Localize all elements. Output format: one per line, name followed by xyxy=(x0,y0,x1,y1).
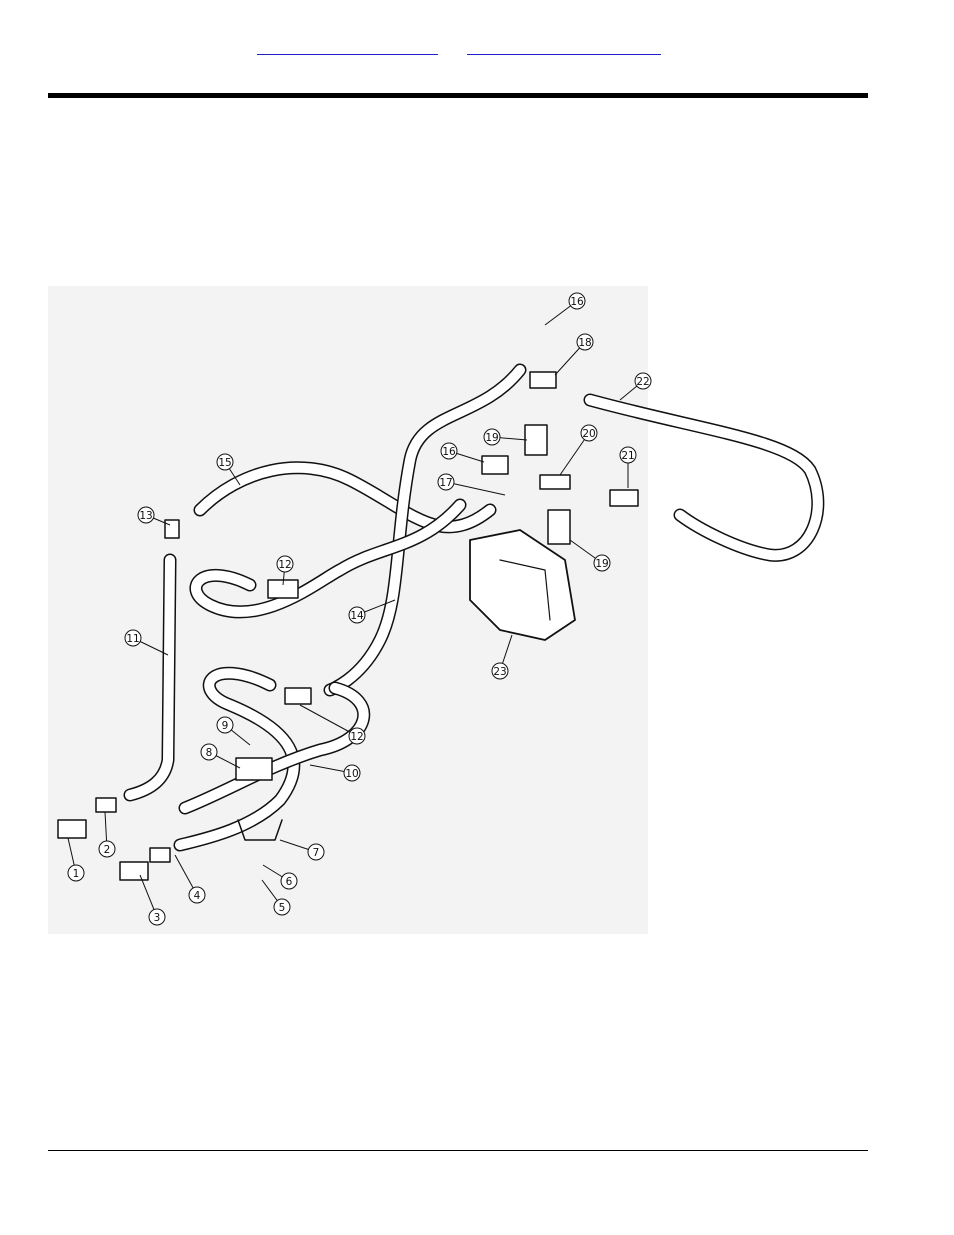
callout-number: 4 xyxy=(194,890,201,902)
callout-number: 12 xyxy=(350,731,363,743)
callout-number: 20 xyxy=(582,428,595,440)
callout-15: 15 xyxy=(217,454,233,470)
callout-6: 6 xyxy=(281,873,297,889)
callout-number: 9 xyxy=(222,720,229,732)
callout-4: 4 xyxy=(189,887,205,903)
callout-12: 12 xyxy=(277,556,293,572)
callout-number: 6 xyxy=(286,876,293,888)
callout-number: 11 xyxy=(126,633,139,645)
footer-rule xyxy=(48,1150,868,1151)
callout-number: 16 xyxy=(442,446,456,458)
callout-8: 8 xyxy=(201,744,217,760)
callout-number: 18 xyxy=(578,337,591,349)
callout-22: 22 xyxy=(635,373,651,389)
callout-19: 19 xyxy=(594,555,610,571)
callout-number: 22 xyxy=(636,376,649,388)
callout-16: 16 xyxy=(441,443,457,459)
callout-number: 19 xyxy=(595,558,608,570)
callout-number: 13 xyxy=(139,510,152,522)
callout-5: 5 xyxy=(274,899,290,915)
callout-7: 7 xyxy=(308,844,324,860)
callout-16: 16 xyxy=(569,293,585,309)
callout-14: 14 xyxy=(349,607,365,623)
callout-number: 23 xyxy=(493,666,506,678)
callout-number: 8 xyxy=(206,747,213,759)
callout-2: 2 xyxy=(99,841,115,857)
callout-17: 17 xyxy=(438,474,454,490)
callout-18: 18 xyxy=(577,334,593,350)
callout-3: 3 xyxy=(149,909,165,925)
callout-number: 5 xyxy=(279,902,286,914)
callout-number: 17 xyxy=(439,477,452,489)
callout-number: 7 xyxy=(313,847,320,859)
callout-number: 2 xyxy=(104,844,111,856)
callout-1: 1 xyxy=(68,865,84,881)
callout-number: 14 xyxy=(350,610,364,622)
callout-20: 20 xyxy=(581,425,597,441)
callout-number: 16 xyxy=(570,296,584,308)
callout-19: 19 xyxy=(484,429,500,445)
callout-number: 10 xyxy=(345,768,358,780)
callout-number: 12 xyxy=(278,559,291,571)
callout-number: 1 xyxy=(73,868,80,880)
callout-leader xyxy=(300,705,357,736)
callout-11: 11 xyxy=(125,630,141,646)
callout-9: 9 xyxy=(217,717,233,733)
callout-number: 21 xyxy=(621,450,634,462)
callout-23: 23 xyxy=(492,663,508,679)
callout-number: 3 xyxy=(154,912,161,924)
callout-13: 13 xyxy=(138,507,154,523)
callout-leader xyxy=(446,482,505,495)
callout-10: 10 xyxy=(344,765,360,781)
callout-12: 12 xyxy=(349,728,365,744)
callout-number: 19 xyxy=(485,432,498,444)
callout-21: 21 xyxy=(620,447,636,463)
pump-body xyxy=(470,530,575,640)
callout-number: 15 xyxy=(218,457,231,469)
